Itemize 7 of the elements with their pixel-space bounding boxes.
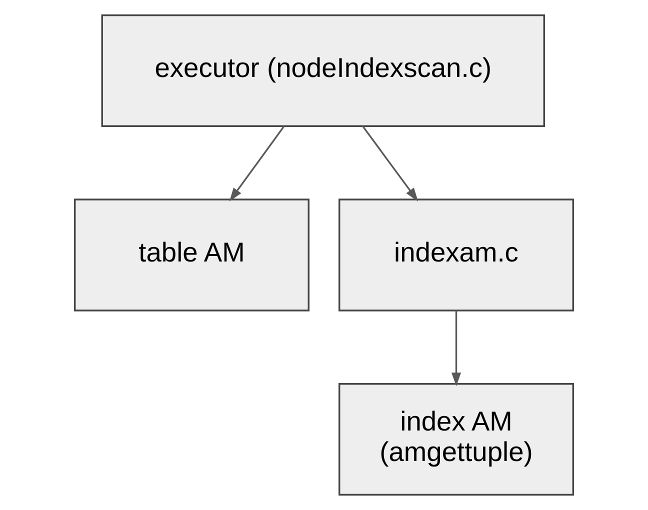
node-box: executor (nodeIndexscan.c) bbox=[101, 14, 546, 127]
node-box: table AM bbox=[74, 198, 310, 312]
node-box: indexam.c bbox=[338, 198, 574, 312]
arrow bbox=[451, 310, 462, 386]
node-box: index AM (amgettuple) bbox=[338, 383, 574, 496]
arrow bbox=[362, 126, 418, 202]
arrow bbox=[229, 126, 285, 202]
